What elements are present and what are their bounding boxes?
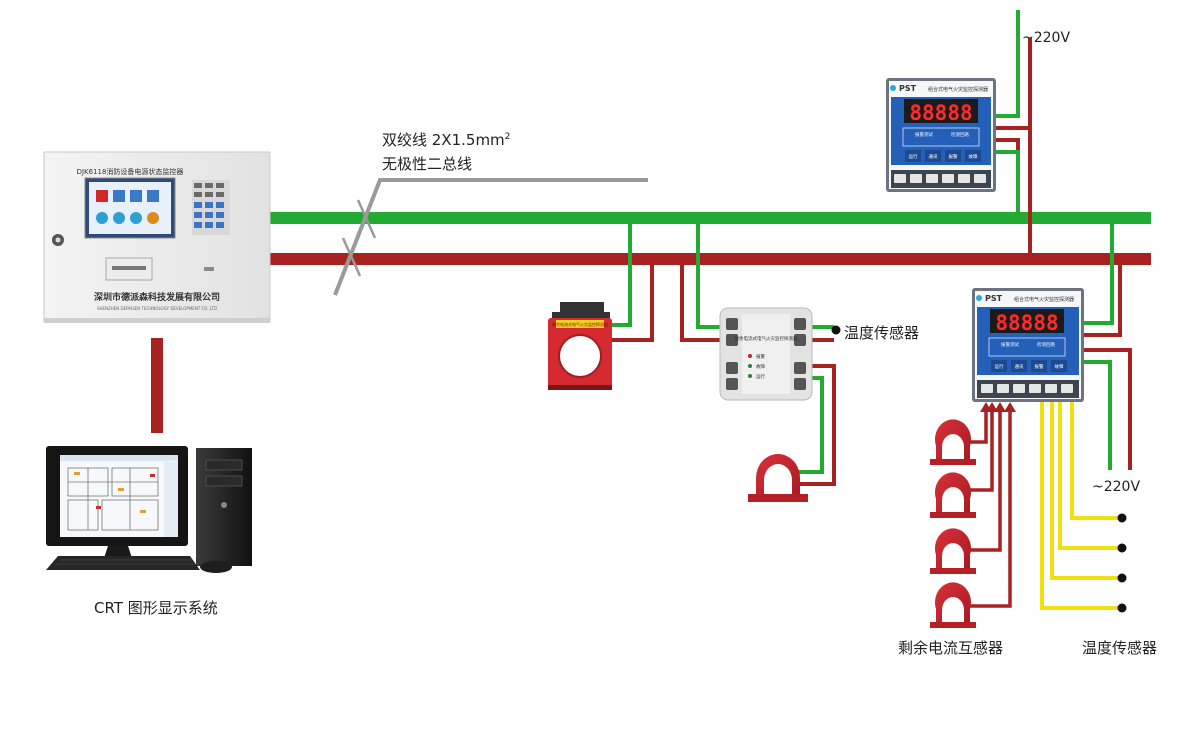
- module-led-run: 运行: [756, 373, 765, 380]
- residual-ct-3: [930, 528, 976, 574]
- residual-ct-2: [930, 472, 976, 518]
- crt-computer: [46, 446, 252, 573]
- top-detector-wiring: [996, 10, 1032, 255]
- ct-wiring-arrows: [980, 402, 1016, 412]
- temp-sensor-point: [831, 325, 841, 335]
- detector-top-display: [904, 99, 978, 123]
- bus-current-transformer: [548, 302, 612, 390]
- temperature-sensor-lines: [1040, 402, 1118, 610]
- ct-tag: 剩余电流式电气火灾监控探测器: [552, 321, 608, 327]
- temperature-sensor-points: [1117, 513, 1127, 613]
- bus-lines: [270, 178, 1151, 296]
- module-led-fault: 故障: [756, 363, 765, 370]
- detector-right-title: 组合式电气火灾监控探测器: [1014, 296, 1074, 303]
- controller-panel-title: DJK6118消防设备电源状态监控器: [77, 167, 184, 176]
- mouse: [200, 561, 232, 573]
- cable-tick-1: [356, 199, 377, 239]
- keyboard: [46, 556, 200, 570]
- detector-right-led-2: 通讯: [1015, 363, 1024, 370]
- detector-right-readout: 88888: [995, 311, 1058, 335]
- bus-green-line: [270, 212, 1151, 224]
- crt-label: CRT 图形显示系统: [94, 599, 218, 617]
- temp-sensor-label: 温度传感器: [844, 324, 920, 342]
- detector-top-readout: 88888: [909, 101, 972, 125]
- temp-sensor-label-right: 温度传感器: [1082, 639, 1158, 657]
- ct-wiring: [968, 410, 1012, 608]
- cable-label-line2: 无极性二总线: [382, 155, 473, 173]
- detector-right: [972, 288, 1084, 402]
- detector-right-led-4: 故障: [1055, 363, 1064, 370]
- detector-top: [886, 78, 996, 192]
- monitor-stand: [104, 546, 132, 558]
- power-label-top: ~220V: [1022, 30, 1071, 46]
- controller-keypad: [192, 180, 230, 235]
- detector-right-sub-1: 报警测试: [1001, 341, 1019, 348]
- detector-top-sub-1: 报警测试: [915, 131, 933, 138]
- screen-app-icons: [96, 190, 159, 224]
- right-detector-wiring: [1084, 222, 1132, 470]
- bus-red-line: [270, 253, 1151, 265]
- detector-top-led-1: 运行: [909, 153, 918, 160]
- controller-company-cn: 深圳市德派森科技发展有限公司: [94, 291, 220, 303]
- controller-company-en: SHENZHEN DEPAISEN TECHNOLOGY DEVELOPMENT…: [97, 306, 217, 311]
- power-label-right: ~220V: [1092, 479, 1141, 495]
- cable-tick-2: [341, 237, 362, 277]
- crt-link-line: [151, 338, 163, 433]
- detector-top-title: 组合式电气火灾监控探测器: [928, 86, 988, 93]
- detector-right-brand: PST: [985, 294, 1003, 303]
- detector-top-led-4: 故障: [969, 153, 978, 160]
- detector-top-brand: PST: [899, 84, 917, 93]
- detector-right-sub-2: 检测回路: [1037, 341, 1055, 348]
- residual-ct-1: [930, 419, 976, 465]
- module-led-alarm: 报警: [756, 353, 765, 360]
- detector-right-led-1: 运行: [995, 363, 1004, 370]
- detector-top-led-3: 报警: [949, 153, 958, 160]
- residual-current-module: [719, 307, 813, 401]
- controller-vent: [204, 267, 214, 271]
- detector-right-led-3: 报警: [1035, 363, 1044, 370]
- monitor-controller: [43, 151, 271, 323]
- residual-ct-4: [930, 582, 976, 628]
- residual-ct-label: 剩余电流互感器: [898, 639, 1004, 657]
- cable-label-line1: 双绞线 2X1.5mm2: [382, 129, 510, 150]
- twisted-pair-cable: [333, 178, 648, 296]
- cable-spec-superscript: 2: [504, 132, 511, 142]
- detector-top-sub-2: 检测回路: [951, 131, 969, 138]
- module-caption: 剩余电流式电气火灾监控探测器: [735, 335, 798, 342]
- detector-right-display: [990, 309, 1064, 333]
- detector-top-led-2: 通讯: [929, 153, 938, 160]
- module-current-transformer: [748, 454, 808, 502]
- cable-spec-text: 双绞线 2X1.5mm: [382, 131, 505, 149]
